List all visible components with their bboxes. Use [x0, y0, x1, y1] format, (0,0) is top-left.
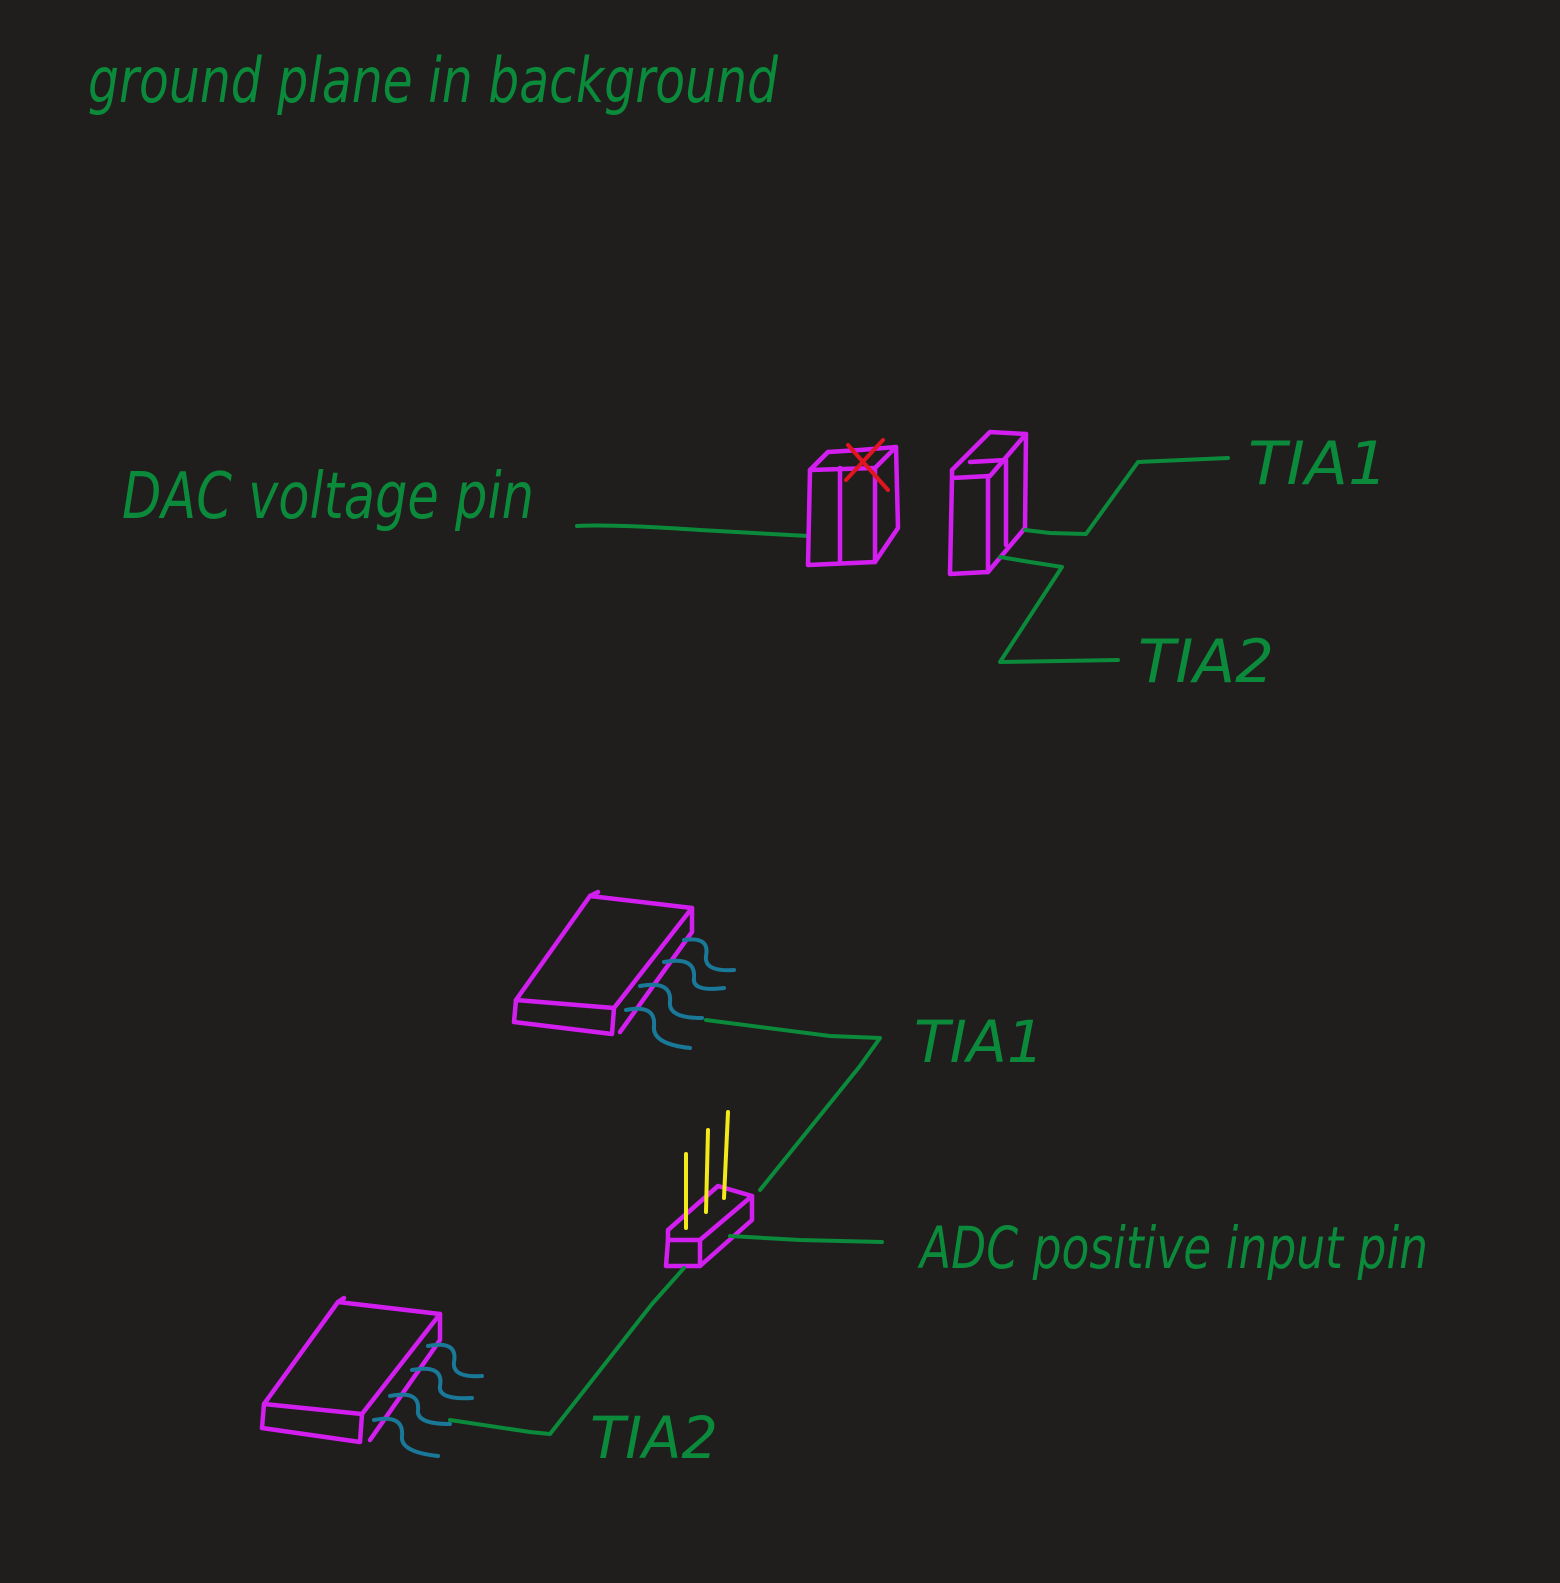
tia1-trace-top	[1023, 456, 1230, 536]
tia2-label-top: TIA2	[1138, 627, 1274, 697]
tia2-chip	[259, 1295, 443, 1445]
dac-voltage-pin-label: DAC voltage pin	[122, 460, 534, 534]
tia1-label-bottom: TIA1	[914, 1008, 1044, 1076]
tia2-chip-leads	[372, 1342, 484, 1458]
adc-positive-input-pin-label: ADC positive input pin	[917, 1214, 1428, 1282]
tia1-chip-leads	[624, 937, 736, 1050]
tia2-label-bottom: TIA2	[590, 1404, 718, 1472]
tia1-trace-bottom	[704, 1018, 882, 1192]
title-label: ground plane in background	[88, 44, 779, 117]
removed-component	[805, 444, 901, 568]
adc-input-component	[663, 1183, 755, 1269]
dac-trace	[575, 523, 810, 538]
adc-trace	[728, 1234, 884, 1244]
tia2-trace-top	[998, 555, 1120, 664]
heat-lines	[684, 1110, 730, 1230]
removed-cross-mark	[844, 438, 890, 492]
tia2-trace-bottom	[448, 1266, 686, 1436]
tia1-label-top: TIA1	[1248, 429, 1388, 499]
tia1-chip	[511, 889, 695, 1037]
feedback-component	[947, 429, 1029, 577]
